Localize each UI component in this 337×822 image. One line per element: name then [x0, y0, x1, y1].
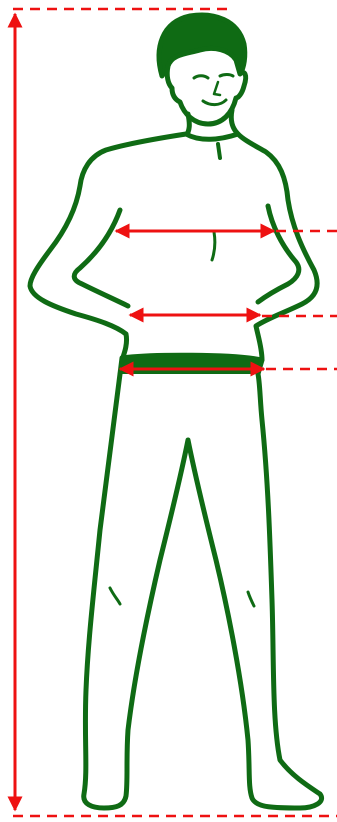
right-eye [220, 75, 233, 77]
legs [84, 374, 322, 808]
torso-and-arms [30, 134, 317, 360]
sternum-line [218, 144, 220, 158]
male-figure-illustration [30, 15, 322, 808]
